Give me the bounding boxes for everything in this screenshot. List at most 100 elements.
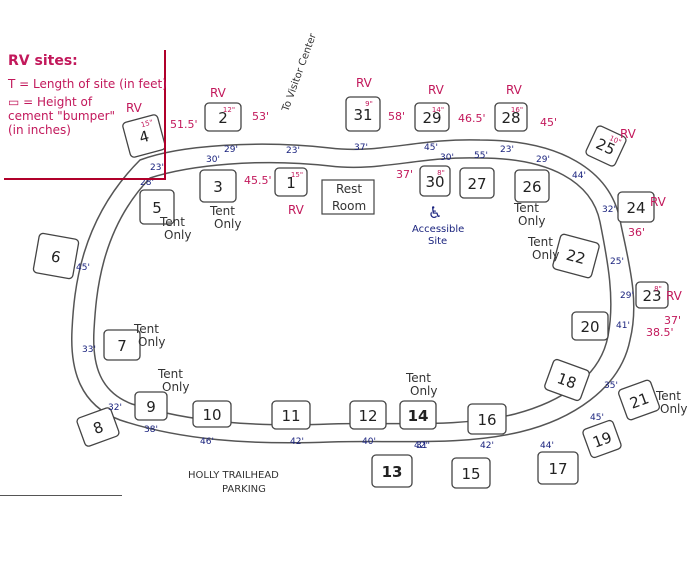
road-width-label: 33' xyxy=(82,345,96,355)
road-width-label: 31' xyxy=(416,441,430,451)
road-width-label: 45' xyxy=(76,263,90,273)
campsite-pad xyxy=(271,400,311,430)
campsite-number: 10 xyxy=(202,406,221,424)
campsite-pad xyxy=(349,400,387,430)
tent-only-label: Tent xyxy=(209,204,235,218)
tent-only-label: Only xyxy=(214,217,242,231)
campsite-2[interactable]: 212" xyxy=(204,102,242,132)
campsite-number: 2 xyxy=(218,109,228,127)
road-width-label: 44' xyxy=(572,171,586,181)
campsite-pad xyxy=(134,391,168,421)
campsite-pad xyxy=(514,169,550,203)
campsite-12[interactable]: 12 xyxy=(349,400,387,430)
campsite-1[interactable]: 115" xyxy=(274,167,308,197)
campsite-15[interactable]: 15 xyxy=(451,457,491,489)
campsite-10[interactable]: 10 xyxy=(192,400,232,428)
road-width-label: 32' xyxy=(108,403,122,413)
campsite-20[interactable]: 20 xyxy=(571,311,609,341)
tent-only-label: Tent xyxy=(133,322,159,336)
campsite-pad xyxy=(76,407,120,447)
rv-tag: RV xyxy=(666,289,683,303)
accessible-label: Site xyxy=(428,236,447,247)
campsite-24[interactable]: 24 xyxy=(617,191,655,223)
campsite-number: 3 xyxy=(213,178,223,196)
tent-only-label: Tent xyxy=(157,367,183,381)
rv-length-label: 45' xyxy=(540,116,557,129)
campsite-pad xyxy=(371,454,413,488)
campsite-4[interactable]: 415" xyxy=(122,114,166,158)
road-width-label: 28' xyxy=(140,178,154,188)
campsite-9[interactable]: 9 xyxy=(134,391,168,421)
campsite-5[interactable]: 5 xyxy=(139,189,175,225)
campsite-7[interactable]: 7 xyxy=(103,329,141,361)
parking-label: HOLLY TRAILHEAD xyxy=(188,470,279,481)
campsite-16[interactable]: 16 xyxy=(467,403,507,435)
road-width-label: 38' xyxy=(144,425,158,435)
campsite-pad xyxy=(585,125,627,167)
campsite-pad xyxy=(274,167,308,197)
campsite-number: 28 xyxy=(501,109,520,127)
legend-height-2: cement "bumper" xyxy=(8,109,116,123)
rv-length-label: 53' xyxy=(252,110,269,123)
campsite-number: 23 xyxy=(642,287,661,305)
rv-tag: RV xyxy=(650,195,667,209)
campsite-14[interactable]: 14 xyxy=(399,400,437,430)
campsite-11[interactable]: 11 xyxy=(271,400,311,430)
campsite-pad xyxy=(32,232,80,280)
campsite-3[interactable]: 3 xyxy=(199,169,237,203)
bumper-height: 15" xyxy=(291,171,303,179)
campsite-pad xyxy=(399,400,437,430)
tent-only-label: Tent xyxy=(655,389,681,403)
campsite-pad xyxy=(618,379,660,421)
campsite-pad xyxy=(345,96,381,132)
rv-length-label: 38.5' xyxy=(646,326,674,339)
campsite-13[interactable]: 13 xyxy=(371,454,413,488)
road-width-label: 45' xyxy=(590,413,604,423)
tent-only-label: Only xyxy=(164,228,192,242)
road-width-label: 23' xyxy=(286,146,300,156)
campsite-18[interactable]: 18 xyxy=(544,358,591,402)
rv-length-label: 36' xyxy=(628,226,645,239)
campsite-23[interactable]: 238" xyxy=(635,281,669,309)
campsite-8[interactable]: 8 xyxy=(76,407,120,448)
tent-only-label: Tent xyxy=(513,201,539,215)
rv-tag: RV xyxy=(210,86,227,100)
campsite-number: 30 xyxy=(425,173,444,191)
campsite-6[interactable]: 6 xyxy=(32,232,80,280)
campsite-30[interactable]: 308" xyxy=(419,165,451,197)
road-width-label: 40' xyxy=(362,437,376,447)
road-width-label: 30' xyxy=(206,155,220,165)
campsite-22[interactable]: 22 xyxy=(552,233,600,279)
campsite-pad xyxy=(494,102,528,132)
campsite-number: 6 xyxy=(50,247,63,266)
road-width-label: 46' xyxy=(200,437,214,447)
road-width-label: 29' xyxy=(224,145,238,155)
campsite-26[interactable]: 26 xyxy=(514,169,550,203)
campsite-number: 14 xyxy=(408,407,429,425)
campsite-number: 16 xyxy=(477,411,496,429)
campsite-17[interactable]: 17 xyxy=(537,451,579,485)
road-width-label: 42' xyxy=(414,441,428,451)
campsite-21[interactable]: 21 xyxy=(618,379,661,421)
tent-only-label: Tent xyxy=(405,371,431,385)
road-width-label: 37' xyxy=(354,143,368,153)
campsite-31[interactable]: 319" xyxy=(345,96,381,132)
rv-length-label: 58' xyxy=(388,110,405,123)
campsite-27[interactable]: 27 xyxy=(459,167,495,199)
campsite-pad xyxy=(544,358,590,402)
legend-box xyxy=(4,50,166,180)
campsite-pad xyxy=(459,167,495,199)
bumper-height: 14" xyxy=(432,106,444,114)
road-width-label: 35' xyxy=(604,381,618,391)
campsite-number: 29 xyxy=(422,109,441,127)
accessible-label: Accessible xyxy=(412,224,464,235)
campsite-19[interactable]: 19 xyxy=(582,419,622,459)
road-outer xyxy=(71,139,635,444)
road-width-label: 30' xyxy=(440,153,454,163)
road-width-label: 32' xyxy=(602,205,616,215)
campsite-number: 13 xyxy=(382,463,403,481)
bumper-height: 16" xyxy=(511,106,523,114)
